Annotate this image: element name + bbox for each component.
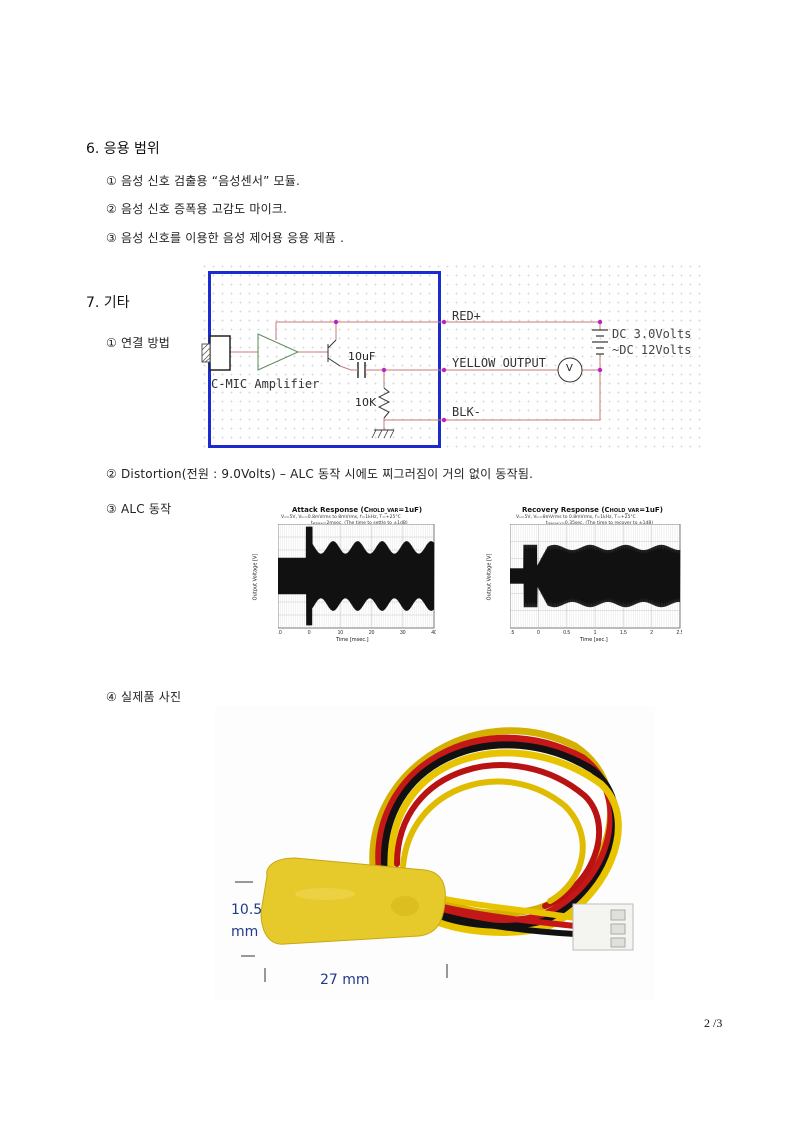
distortion-note: ② Distortion(전원 : 9.0Volts) – ALC 동작 시에도… (106, 467, 534, 481)
x-tick-label: 30 (400, 630, 406, 634)
recovery-chart-plot: 1.510.50-0.5-1-1.5 -0.500.511.522.5 (510, 524, 682, 634)
recovery-chart-note-2: tᵣₑₔₒᵥₑᵣᵧ=0.35sec. (The time to recover … (546, 521, 654, 526)
dc-voltage-label-1: DC 3.0Volts (612, 327, 692, 341)
section-6-item-1: ① 음성 신호 검출용 “음성센서” 모듈. (106, 174, 300, 188)
section-6-heading: 6. 응용 범위 (86, 141, 160, 157)
x-tick-label: 1.5 (620, 630, 627, 634)
height-dimension-unit: mm (231, 924, 259, 940)
alc-operation-label: ③ ALC 동작 (106, 502, 172, 516)
x-tick-label: -10 (278, 630, 282, 634)
section-6-item-3: ③ 음성 신호를 이용한 음성 제어용 응용 제품 . (106, 231, 345, 245)
recovery-chart-ylabel: Output Voltage [V] (486, 553, 493, 601)
width-dimension-label: 27 mm (320, 972, 370, 988)
mic-amplifier-label: C-MIC Amplifier (211, 377, 320, 391)
attack-chart-ylabel: Output Voltage [V] (252, 553, 259, 601)
x-tick-label: 2.5 (677, 630, 682, 634)
attack-response-chart: Attack Response (CHOLD_VAR=1uF) Vₛ=5V, V… (252, 506, 442, 646)
section-6-item-2: ② 음성 신호 증폭용 고감도 마이크. (106, 202, 288, 216)
connection-method-label: ① 연결 방법 (106, 336, 170, 350)
product-cable-illustration (235, 727, 634, 982)
recovery-chart-title: Recovery Response (CHOLD_VAR=1uF) (522, 506, 663, 514)
x-tick-label: 2 (650, 630, 653, 634)
attack-chart-note-1: Vₛ=5V, Vᵢₙ=0.8mVrms to 8mVrms, f=1kHz, T… (281, 515, 401, 520)
connection-schematic (201, 319, 608, 439)
x-tick-label: 0 (537, 630, 540, 634)
recovery-response-chart: Recovery Response (CHOLD_VAR=1uF) Vₛ=5V,… (486, 506, 688, 646)
recovery-chart-note-1: Vₛ=5V, Vᵢₙ=8mVrms to 0.8mVrms, f=1kHz, T… (516, 515, 636, 520)
resistor-label: 10K (355, 396, 377, 409)
height-dimension-value: 10.5 (231, 902, 263, 918)
yellow-output-label: YELLOW OUTPUT (452, 356, 546, 370)
attack-chart-xlabel: Time [msec.] (336, 637, 369, 643)
section-7-heading: 7. 기타 (86, 295, 130, 311)
voltmeter-label: V (566, 363, 573, 374)
recovery-chart-xlabel: Time [sec.] (580, 637, 608, 643)
attack-chart-note-2: tₐₜₜₐₖₑ=2msec. (The time to settle to ±1… (311, 521, 408, 526)
x-tick-label: 20 (369, 630, 375, 634)
blk-wire-label: BLK- (452, 405, 481, 419)
x-tick-label: 0 (308, 630, 311, 634)
dc-voltage-label-2: ~DC 12Volts (612, 343, 692, 357)
x-tick-label: -0.5 (510, 630, 515, 634)
x-tick-label: 1 (594, 630, 597, 634)
capacitor-label: 10uF (348, 350, 376, 363)
x-tick-label: 0.5 (563, 630, 570, 634)
red-wire-label: RED+ (452, 309, 481, 323)
response-trace (278, 526, 435, 626)
page-number: 2 /3 (704, 1016, 723, 1030)
response-trace (510, 544, 681, 608)
x-tick-label: 40 (431, 630, 436, 634)
product-photo-label: ④ 실제품 사진 (106, 690, 182, 704)
x-tick-label: 10 (338, 630, 344, 634)
attack-chart-title: Attack Response (CHOLD_VAR=1uF) (292, 506, 423, 514)
attack-chart-plot: 21.510.50-0.5-1-1.5-2 -10010203040 (278, 524, 436, 634)
